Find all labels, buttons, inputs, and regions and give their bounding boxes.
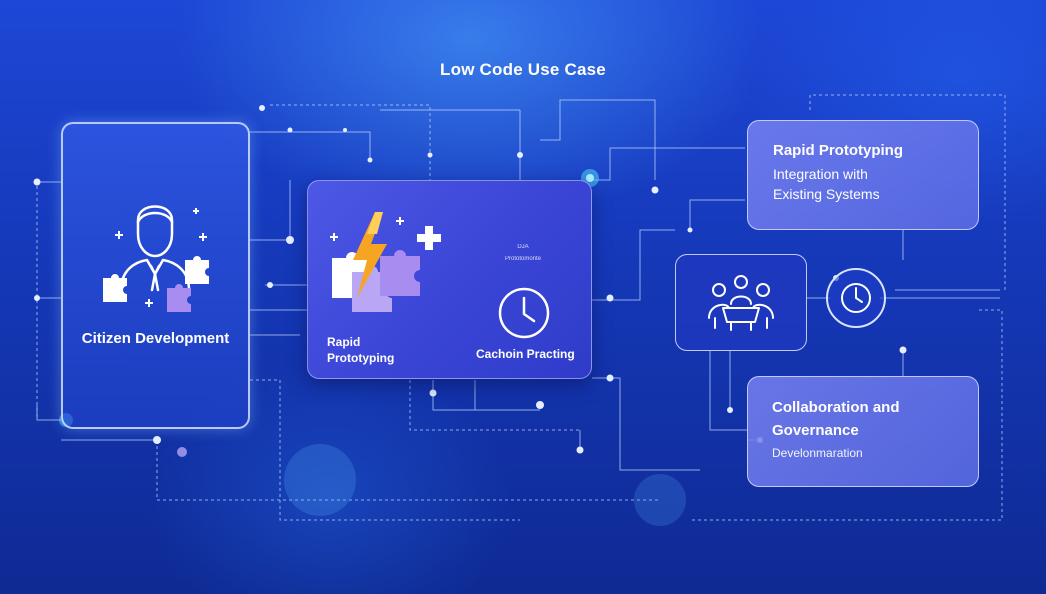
puzzle-icon xyxy=(330,217,441,312)
clock-icon xyxy=(498,287,550,339)
citizen-development-label: Citizen Development xyxy=(61,328,250,349)
clock-circle-icon xyxy=(826,268,886,328)
integration-line-1: Integration with xyxy=(773,166,868,182)
catch-practice-label: Cachoin Practing xyxy=(476,347,575,361)
team-meeting-card xyxy=(675,254,807,351)
collaboration-line-2: Governance xyxy=(772,422,859,439)
small-caption-top: DJA xyxy=(517,244,529,250)
collaboration-line-1: Collaboration and xyxy=(772,399,900,416)
citizen-development-text: Citizen Development xyxy=(81,330,230,347)
rapid-prototyping-label: Rapid Prototyping xyxy=(327,335,395,365)
lightning-icon xyxy=(353,212,387,298)
citizen-development-card xyxy=(61,122,250,429)
integration-line-2: Existing Systems xyxy=(773,186,880,202)
rapid-prototyping-title: Rapid Prototyping xyxy=(773,142,903,159)
collaboration-governance-card xyxy=(747,376,979,487)
rapid-prototyping-integration-card xyxy=(747,120,979,230)
person-icon xyxy=(103,205,209,312)
small-caption-mid: Prototomonte xyxy=(504,256,542,262)
team-meeting-icon xyxy=(708,275,774,331)
diagram-title: Low Code Use Case xyxy=(440,60,606,79)
collaboration-line-3: Develonmaration xyxy=(772,446,863,460)
